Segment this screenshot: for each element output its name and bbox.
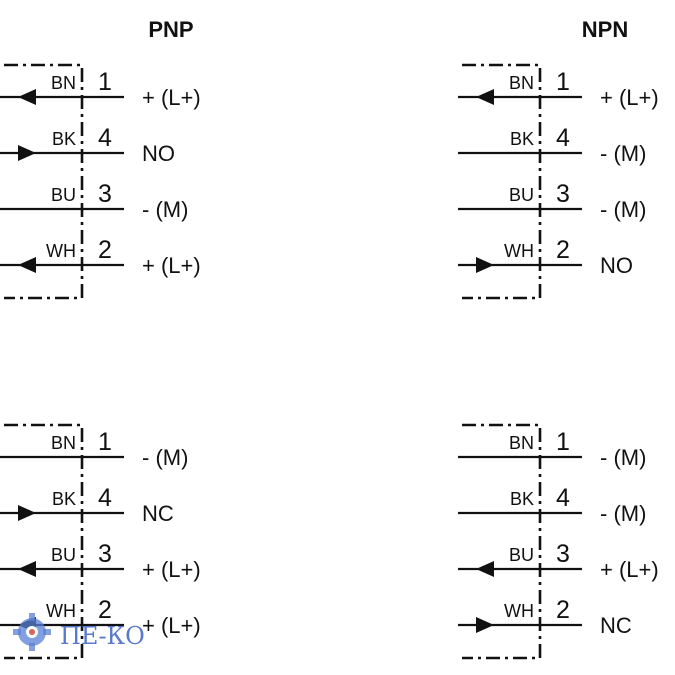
wire-row-wh: WH 2 + (L+) (0, 236, 201, 278)
wire-color-label: WH (504, 601, 534, 621)
pin-number: 3 (98, 540, 112, 568)
wire-color-label: BK (510, 129, 534, 149)
arrow-right-icon (476, 617, 494, 633)
arrow-left-icon (476, 561, 494, 577)
signal-label: - (M) (142, 445, 188, 470)
wire-color-label: BN (51, 73, 76, 93)
signal-label: + (L+) (142, 613, 201, 638)
signal-label: - (M) (600, 501, 646, 526)
pin-number: 3 (556, 540, 570, 568)
wire-row-bk: BK 4 - (M) (458, 124, 646, 166)
pin-number: 4 (556, 484, 570, 512)
signal-label: - (M) (600, 197, 646, 222)
pin-number: 1 (98, 428, 112, 456)
pnp-title: PNP (148, 17, 193, 42)
connector-outline (462, 63, 542, 300)
wiring-panel-1: BN 1 + (L+) BK 4NO BU 3 - (M) WH 2 + (L+) (0, 63, 201, 300)
wiring-panel-2: BN 1 + (L+) BK 4 - (M) BU 3 - (M) WH 2NO (458, 63, 659, 300)
signal-label: NO (142, 141, 175, 166)
wire-row-bu: BU 3 + (L+) (0, 540, 201, 582)
wire-color-label: WH (46, 601, 76, 621)
arrow-right-icon (18, 505, 36, 521)
watermark-text: ПЕ-КО (60, 622, 145, 650)
signal-label: - (M) (600, 445, 646, 470)
pin-number: 3 (556, 180, 570, 208)
arrow-left-icon (476, 89, 494, 105)
wire-row-bk: BK 4 - (M) (458, 484, 646, 526)
signal-label: + (L+) (600, 85, 659, 110)
wire-color-label: WH (504, 241, 534, 261)
pin-number: 1 (98, 68, 112, 96)
wire-row-bk: BK 4NO (0, 124, 175, 166)
signal-label: - (M) (600, 141, 646, 166)
wire-color-label: BK (52, 129, 76, 149)
signal-label: + (L+) (142, 85, 201, 110)
pin-number: 3 (98, 180, 112, 208)
wire-row-bn: BN 1 + (L+) (458, 68, 659, 110)
wire-color-label: BU (51, 185, 76, 205)
arrow-left-icon (18, 257, 36, 273)
wire-color-label: BN (509, 433, 534, 453)
wiring-panel-3: BN 1 - (M) BK 4NC BU 3 + (L+) WH 2 + (L+) (0, 423, 201, 660)
watermark: ПЕ-КО (13, 613, 145, 651)
wire-row-wh: WH 2NC (458, 596, 632, 638)
signal-label: + (L+) (142, 557, 201, 582)
gear-icon (13, 613, 51, 651)
connector-outline (4, 423, 84, 660)
wire-row-bk: BK 4NC (0, 484, 174, 526)
pin-number: 2 (98, 236, 112, 264)
wiring-panel-4: BN 1 - (M) BK 4 - (M) BU 3 + (L+) WH 2NC (458, 423, 659, 660)
signal-label: + (L+) (142, 253, 201, 278)
arrow-left-icon (18, 561, 36, 577)
pin-number: 4 (98, 484, 112, 512)
pin-number: 4 (556, 124, 570, 152)
wire-color-label: BN (509, 73, 534, 93)
wire-color-label: BK (510, 489, 534, 509)
arrow-left-icon (18, 89, 36, 105)
connector-outline (462, 423, 542, 660)
pin-number: 1 (556, 68, 570, 96)
signal-label: NC (600, 613, 632, 638)
signal-label: + (L+) (600, 557, 659, 582)
npn-title: NPN (582, 17, 628, 42)
wire-row-bu: BU 3 + (L+) (458, 540, 659, 582)
pin-number: 4 (98, 124, 112, 152)
wire-color-label: BU (509, 185, 534, 205)
wire-color-label: BU (51, 545, 76, 565)
wire-color-label: BN (51, 433, 76, 453)
signal-label: - (M) (142, 197, 188, 222)
wire-row-bn: BN 1 + (L+) (0, 68, 201, 110)
wire-color-label: BU (509, 545, 534, 565)
pin-number: 2 (98, 596, 112, 624)
pin-number: 1 (556, 428, 570, 456)
pin-number: 2 (556, 236, 570, 264)
arrow-right-icon (18, 145, 36, 161)
signal-label: NC (142, 501, 174, 526)
connector-outline (4, 63, 84, 300)
arrow-right-icon (476, 257, 494, 273)
wire-row-bn: BN 1 - (M) (0, 428, 188, 470)
wire-row-bu: BU 3 - (M) (0, 180, 188, 222)
wire-row-wh: WH 2 + (L+) (0, 596, 201, 638)
pin-number: 2 (556, 596, 570, 624)
wire-row-bu: BU 3 - (M) (458, 180, 646, 222)
wire-row-bn: BN 1 - (M) (458, 428, 646, 470)
wire-color-label: BK (52, 489, 76, 509)
wire-color-label: WH (46, 241, 76, 261)
wire-row-wh: WH 2NO (458, 236, 633, 278)
signal-label: NO (600, 253, 633, 278)
